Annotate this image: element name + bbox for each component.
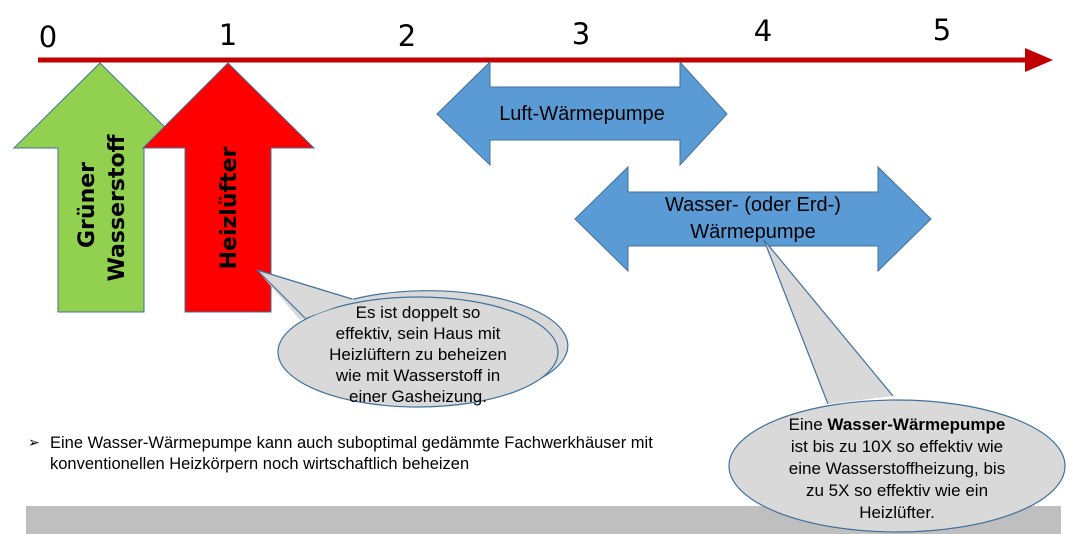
tick-label-2: 2 <box>398 19 416 53</box>
water-heat-pump-label-line1: Wasser- (oder Erd-) <box>665 194 841 216</box>
water-heat-pump-arrow <box>574 165 932 273</box>
tick-label-1: 1 <box>219 18 237 52</box>
water-callout-line4: zu 5X so effektiv wie ein <box>806 481 988 500</box>
scale-axis-arrowhead <box>1025 48 1053 72</box>
green-hydrogen-arrow <box>12 62 188 313</box>
water-heat-pump-label-line2: Wärmepumpe <box>690 221 816 243</box>
air-heat-pump-label: Luft-Wärmepumpe <box>499 103 665 125</box>
water-callout-line2: ist bis zu 10X so effektiv wie <box>791 437 1003 456</box>
tick-label-4: 4 <box>754 14 772 48</box>
water-callout-line5: Heizlüfter. <box>859 503 935 522</box>
heater-callout-line5: einer Gasheizung. <box>349 387 487 406</box>
green-arrow-label-line2: Wasserstoff <box>105 133 130 281</box>
water-callout-line3: eine Wasserstoffheizung, bis <box>789 459 1005 478</box>
heater-callout-line2: effektiv, sein Haus mit <box>336 324 501 343</box>
heater-arrow-label: Heizlüfter <box>217 146 242 269</box>
heater-callout-line3: Heizlüftern zu beheizen <box>329 345 507 364</box>
heater-callout-line1: Es ist doppelt so <box>356 303 481 322</box>
heater-callout-line4: wie mit Wasserstoff in <box>335 366 500 385</box>
heater-arrow <box>141 62 316 313</box>
tick-label-0: 0 <box>39 20 57 54</box>
bullet-text: Eine Wasser-Wärmepumpe kann auch subopti… <box>50 434 653 473</box>
water-callout-line1: Eine Wasser-Wärmepumpe <box>789 415 1006 434</box>
heater-callout <box>256 269 569 408</box>
air-heat-pump-arrow <box>436 60 728 167</box>
tick-label-3: 3 <box>572 17 590 51</box>
tick-label-5: 5 <box>933 13 951 47</box>
green-arrow-label-line1: Grüner <box>75 162 100 248</box>
bullet-arrow-icon: ➢ <box>28 435 40 451</box>
water-heat-pump-callout <box>728 239 1066 533</box>
